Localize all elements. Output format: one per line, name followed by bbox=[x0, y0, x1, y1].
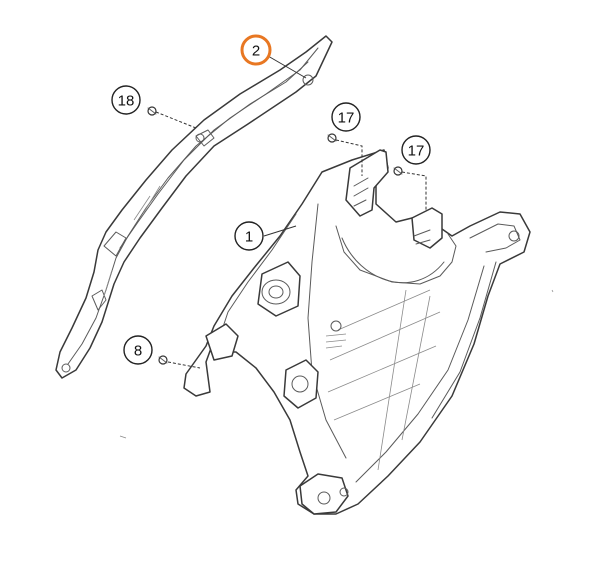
callout-2: 2 bbox=[240, 34, 272, 66]
callout-2-label: 2 bbox=[252, 43, 260, 60]
callout-17-left: 17 bbox=[331, 102, 361, 132]
screw-18 bbox=[147, 106, 197, 129]
leader-2 bbox=[267, 55, 307, 79]
screw-8 bbox=[158, 355, 201, 369]
screw-17-left bbox=[327, 133, 363, 176]
callout-8: 8 bbox=[123, 335, 153, 365]
speck bbox=[551, 289, 554, 293]
screw-17-right bbox=[393, 166, 427, 210]
callout-17-left-label: 17 bbox=[338, 110, 355, 127]
callout-8-label: 8 bbox=[134, 343, 142, 360]
speck bbox=[119, 435, 127, 439]
callout-1-label: 1 bbox=[245, 229, 253, 246]
callout-18: 18 bbox=[111, 85, 141, 115]
leader-1 bbox=[263, 225, 297, 237]
part-2-side-cover bbox=[55, 35, 333, 379]
callout-17-right: 17 bbox=[401, 135, 431, 165]
callout-1: 1 bbox=[234, 221, 264, 251]
part-1-rear-panel bbox=[183, 149, 531, 515]
callout-17-right-label: 17 bbox=[408, 143, 425, 160]
molded-marking bbox=[325, 320, 347, 349]
callout-18-label: 18 bbox=[118, 93, 135, 110]
